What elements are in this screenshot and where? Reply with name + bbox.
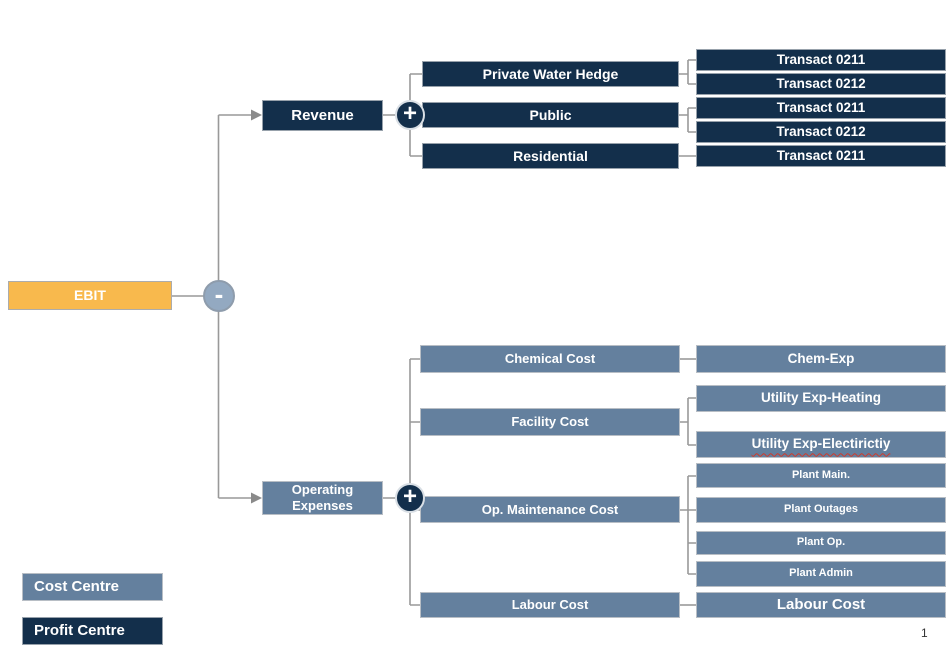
minus-operator-badge: -	[203, 280, 235, 312]
facility-cost-bracket	[680, 397, 696, 446]
plus-operator-badge-revenue: +	[395, 100, 425, 130]
node-transact-0212-pwh: Transact 0212	[696, 73, 946, 95]
node-plant-main: Plant Main.	[696, 463, 946, 488]
node-transact-0211-public: Transact 0211	[696, 97, 946, 119]
node-labour-cost: Labour Cost	[420, 592, 680, 618]
public-bracket	[679, 107, 696, 133]
node-plant-op: Plant Op.	[696, 531, 946, 555]
node-operating-expenses: Operating Expenses	[262, 481, 383, 515]
node-public: Public	[422, 102, 679, 128]
node-labour-cost-account: Labour Cost	[696, 592, 946, 618]
node-facility-cost: Facility Cost	[420, 408, 680, 436]
node-chemical-cost: Chemical Cost	[420, 345, 680, 373]
node-revenue: Revenue	[262, 100, 383, 131]
node-transact-0211-residential: Transact 0211	[696, 145, 946, 167]
node-residential: Residential	[422, 143, 679, 169]
page-number: 1	[921, 626, 928, 640]
node-plant-admin: Plant Admin	[696, 561, 946, 587]
node-transact-0212-public: Transact 0212	[696, 121, 946, 143]
op-maintenance-bracket	[680, 475, 696, 575]
node-private-water-hedge: Private Water Hedge	[422, 61, 679, 87]
node-op-maintenance-cost: Op. Maintenance Cost	[420, 496, 680, 523]
plus-operator-badge-expenses: +	[395, 483, 425, 513]
legend-cost-centre: Cost Centre	[22, 573, 163, 601]
legend-profit-centre: Profit Centre	[22, 617, 163, 645]
node-chem-exp: Chem-Exp	[696, 345, 946, 373]
node-ebit: EBIT	[8, 281, 172, 310]
private-water-hedge-bracket	[679, 59, 696, 85]
arrowhead-operating-expenses	[251, 492, 262, 504]
node-plant-outages: Plant Outages	[696, 497, 946, 523]
node-utility-exp-electricity: Utility Exp-Electirictiy	[696, 431, 946, 458]
node-utility-exp-heating: Utility Exp-Heating	[696, 385, 946, 412]
misspelled-label: Utility Exp-Electirictiy	[751, 436, 891, 452]
operating-expenses-bracket	[383, 358, 420, 606]
arrowhead-revenue	[251, 109, 262, 121]
node-transact-0211-pwh: Transact 0211	[696, 49, 946, 71]
